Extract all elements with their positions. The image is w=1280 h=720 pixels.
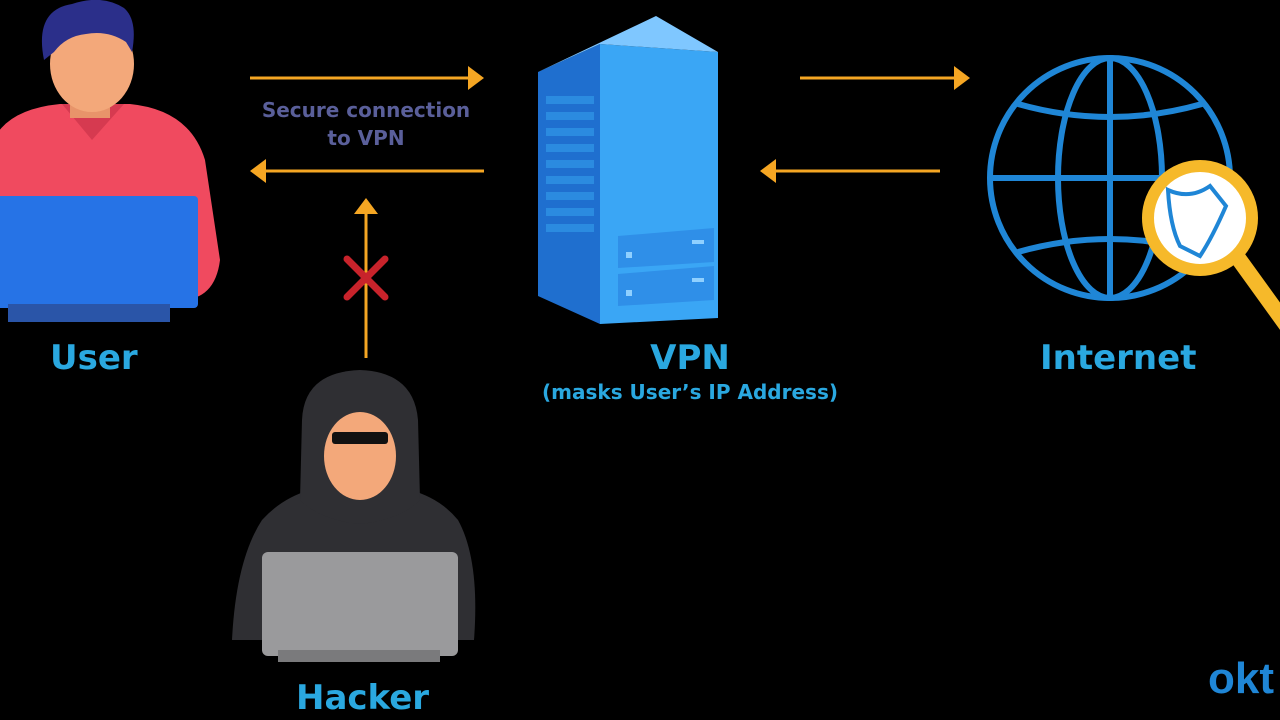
arrow-vpn-to-internet	[800, 66, 970, 90]
arrow-user-to-vpn	[250, 66, 484, 90]
arrow-hacker-blocked	[354, 198, 378, 358]
hacker-illustration-icon	[232, 370, 476, 662]
connection-label-line1: Secure connection	[261, 98, 471, 122]
connection-label-line2: to VPN	[327, 126, 405, 150]
user-illustration-icon	[0, 0, 220, 322]
vpn-label: VPN	[650, 338, 730, 378]
arrow-vpn-to-user	[250, 159, 484, 183]
arrow-internet-to-vpn	[760, 159, 940, 183]
vpn-sublabel: (masks User’s IP Address)	[542, 380, 838, 404]
vpn-server-icon	[538, 16, 718, 324]
brand-logo: okt	[1208, 654, 1274, 703]
user-label: User	[50, 338, 138, 378]
internet-label: Internet	[1040, 338, 1197, 378]
magnifier-icon	[1142, 160, 1280, 330]
connection-label: Secure connection to VPN	[256, 96, 476, 152]
blocked-x-icon	[343, 255, 389, 301]
hacker-label: Hacker	[296, 678, 430, 718]
